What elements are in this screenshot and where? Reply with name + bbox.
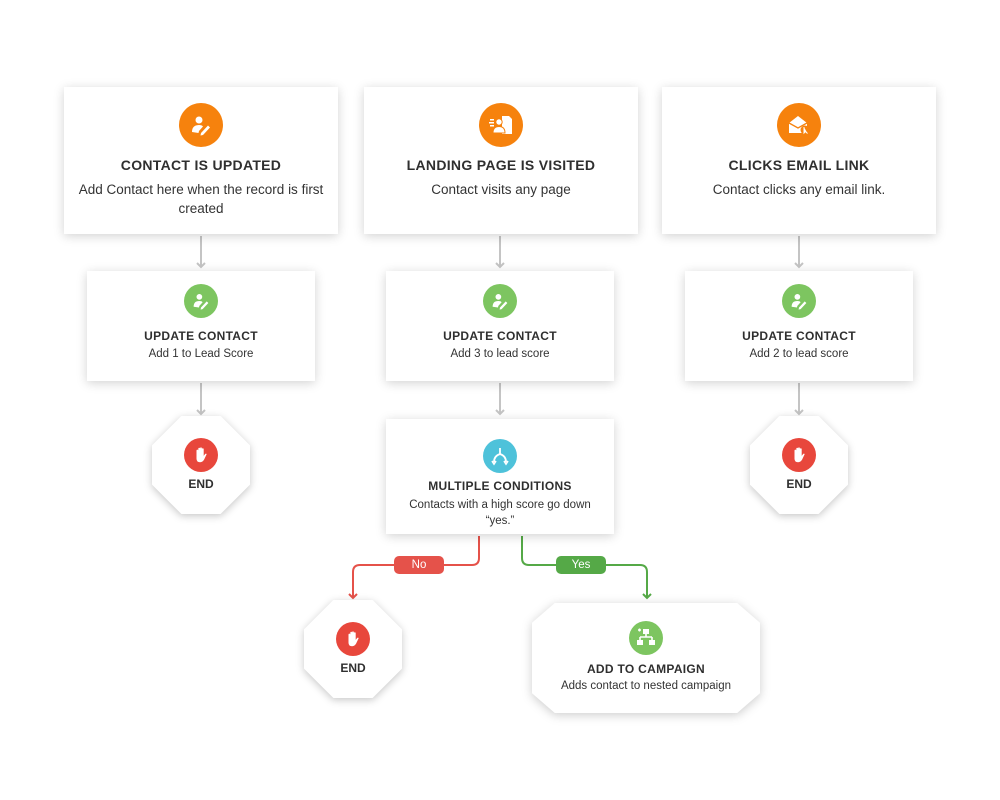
action-title: UPDATE CONTACT	[144, 329, 258, 343]
trigger-contact-updated[interactable]: CONTACT IS UPDATED Add Contact here when…	[64, 87, 338, 234]
action-update-contact-3[interactable]: UPDATE CONTACT Add 2 to lead score	[685, 271, 913, 381]
trigger-description: Contact visits any page	[431, 182, 571, 197]
action-description: Add 3 to lead score	[450, 348, 550, 360]
landing-page-icon	[479, 103, 523, 147]
action-update-contact-2[interactable]: UPDATE CONTACT Add 3 to lead score	[386, 271, 614, 381]
trigger-title: CONTACT IS UPDATED	[120, 157, 282, 173]
condition-multiple-conditions[interactable]: MULTIPLE CONDITIONS Contacts with a high…	[386, 419, 614, 534]
trigger-clicks-email-link[interactable]: CLICKS EMAIL LINK Contact clicks any ema…	[662, 87, 936, 234]
end-node-3[interactable]: END	[750, 416, 848, 514]
trigger-title: CLICKS EMAIL LINK	[728, 157, 870, 173]
contact-edit-icon	[179, 103, 223, 147]
end-label: END	[340, 661, 366, 675]
end-node-no-branch[interactable]: END	[304, 600, 402, 698]
campaign-description: Adds contact to nested campaign	[560, 680, 732, 692]
contact-edit-icon	[483, 284, 517, 318]
stop-hand-icon	[782, 438, 816, 472]
campaign-title: ADD TO CAMPAIGN	[586, 662, 706, 676]
action-description: Add 2 to lead score	[749, 348, 849, 360]
stop-hand-icon	[184, 438, 218, 472]
branch-yes-badge: Yes	[556, 556, 606, 574]
trigger-description: Contact clicks any email link.	[712, 182, 886, 197]
condition-description: Contacts with a high score go down “yes.…	[409, 499, 591, 527]
end-node-1[interactable]: END	[152, 416, 250, 514]
action-title: UPDATE CONTACT	[742, 329, 856, 343]
action-update-contact-1[interactable]: UPDATE CONTACT Add 1 to Lead Score	[87, 271, 315, 381]
action-description: Add 1 to Lead Score	[148, 348, 254, 360]
trigger-landing-page-visited[interactable]: LANDING PAGE IS VISITED Contact visits a…	[364, 87, 638, 234]
end-label: END	[786, 477, 812, 491]
action-title: UPDATE CONTACT	[443, 329, 557, 343]
end-label: END	[188, 477, 214, 491]
action-add-to-campaign[interactable]: ADD TO CAMPAIGN Adds contact to nested c…	[532, 603, 760, 713]
split-icon	[483, 439, 517, 473]
contact-edit-icon	[782, 284, 816, 318]
branch-no-badge: No	[394, 556, 444, 574]
campaign-tree-icon	[629, 621, 663, 655]
stop-hand-icon	[336, 622, 370, 656]
email-click-icon	[777, 103, 821, 147]
condition-title: MULTIPLE CONDITIONS	[428, 479, 572, 493]
contact-edit-icon	[184, 284, 218, 318]
trigger-title: LANDING PAGE IS VISITED	[406, 157, 596, 173]
trigger-description: Add Contact here when the record is firs…	[78, 182, 324, 216]
